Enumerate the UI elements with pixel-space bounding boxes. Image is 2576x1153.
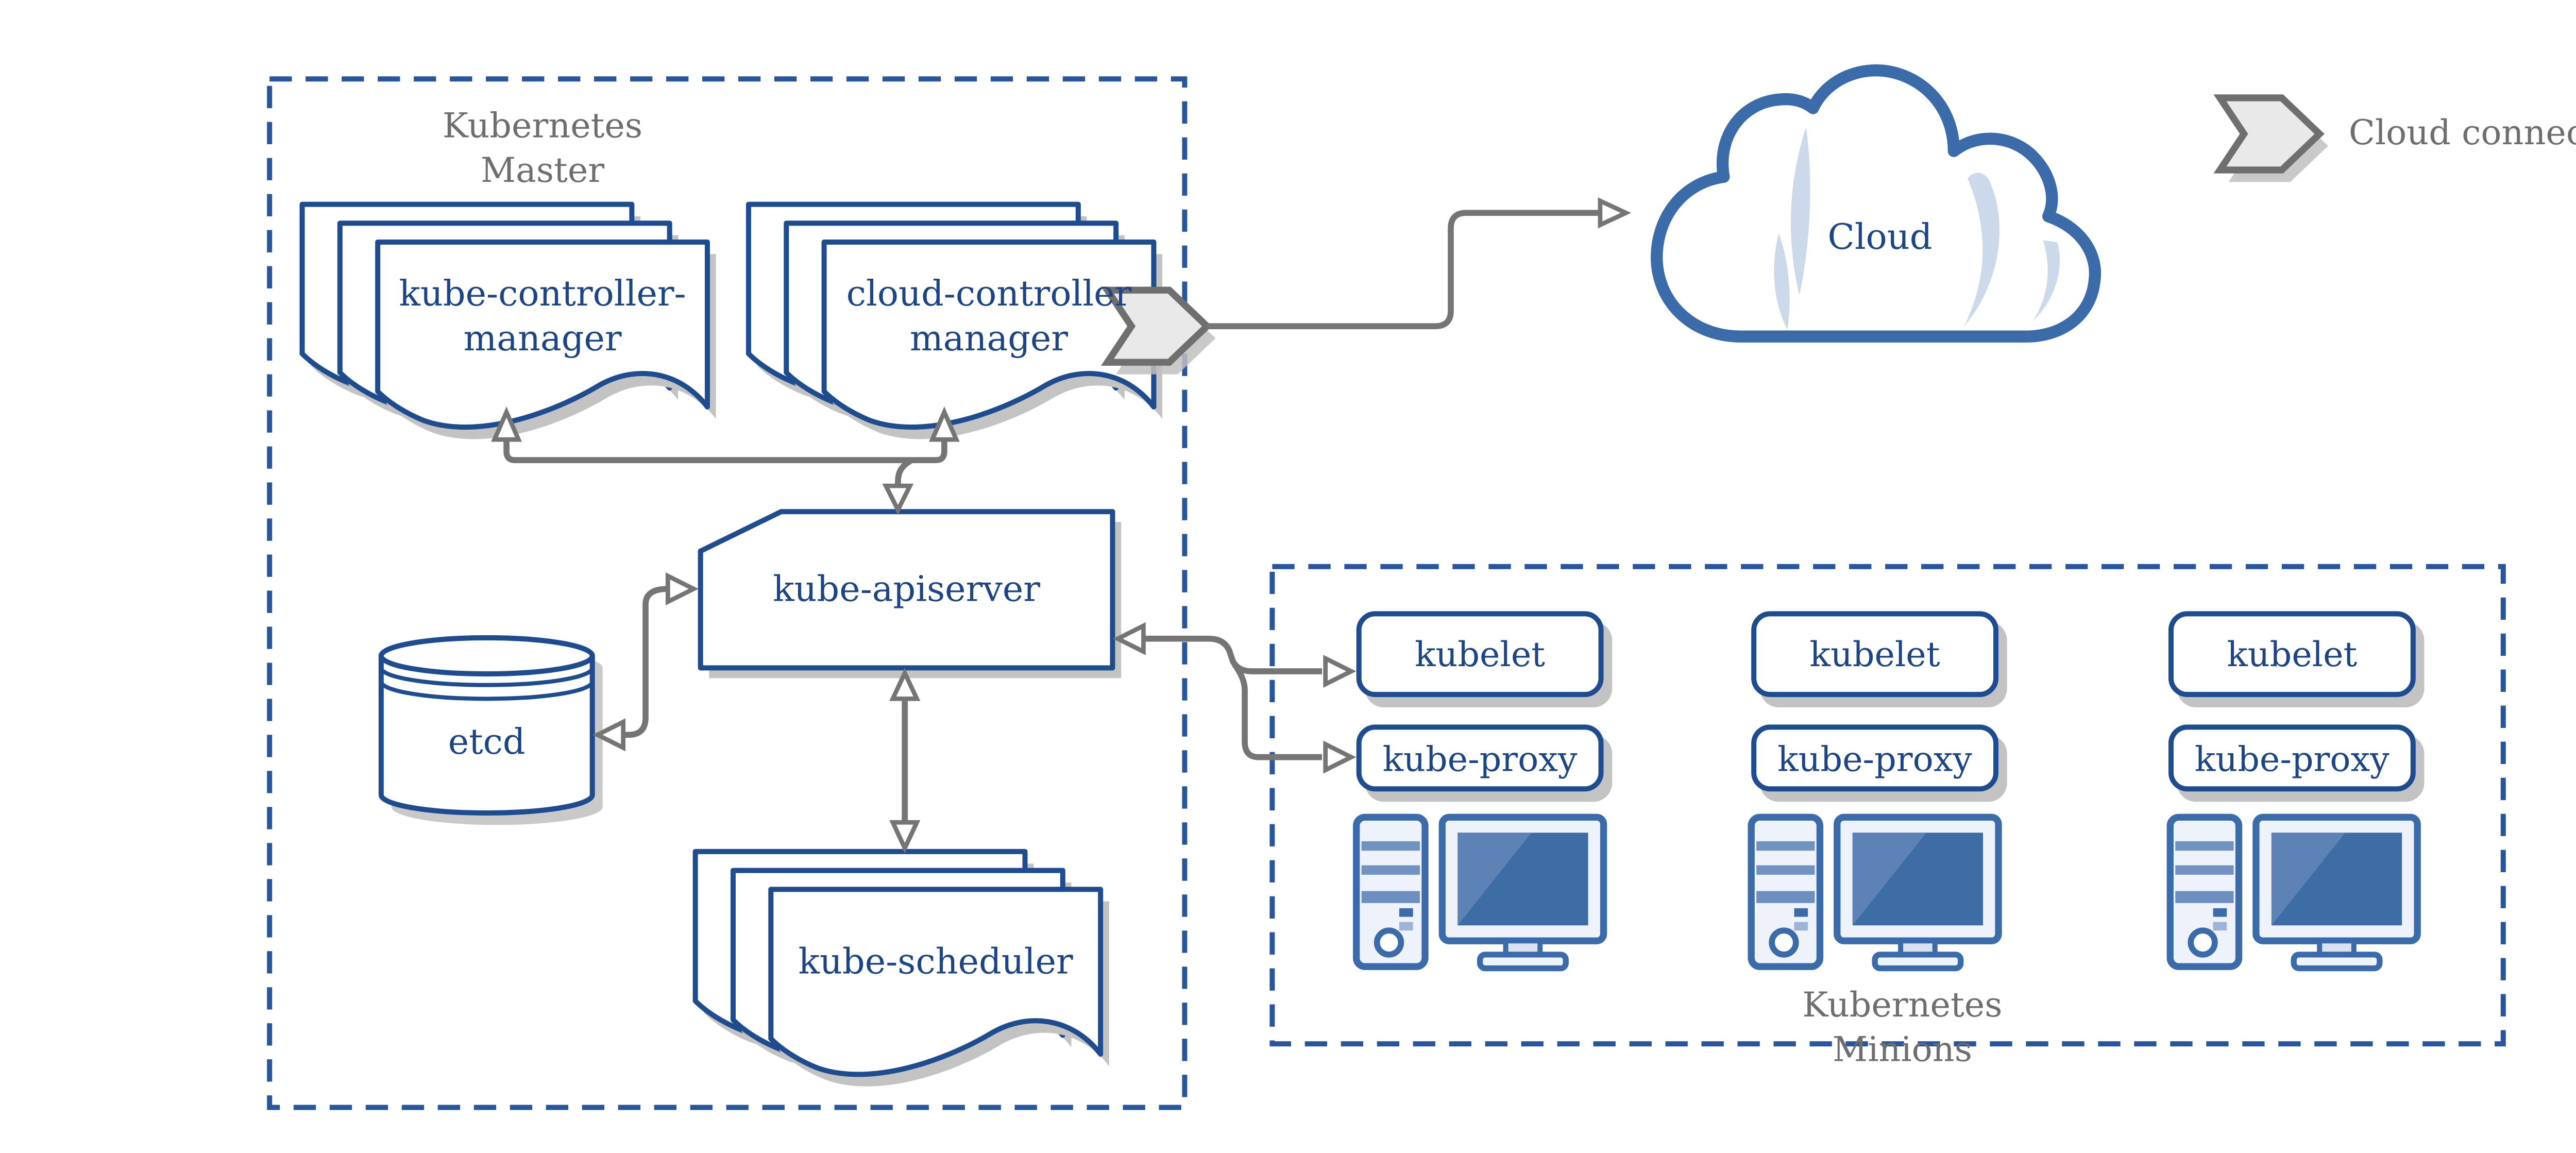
arrowhead-into-apiserver-right	[1112, 622, 1146, 655]
connector-cloud-line	[1207, 197, 1632, 330]
minions-region-label-line2: Minions	[1832, 1028, 1972, 1070]
kube-controller-manager-label: kube-controller- manager	[378, 273, 707, 361]
kube-proxy-box-node1: kube-proxy	[1356, 724, 1604, 792]
etcd-label: etcd	[448, 721, 526, 762]
kubelet-box-node2: kubelet	[1751, 611, 1999, 697]
kube-controller-manager-line2: manager	[463, 316, 622, 358]
minions-region-label: Kubernetes Minions	[1714, 982, 2091, 1071]
master-region-border	[267, 76, 1188, 1110]
desktop-computer-icon	[2166, 813, 2421, 972]
connector-apiserver-scheduler	[889, 668, 921, 854]
kubelet-label: kubelet	[2227, 633, 2358, 675]
arrowhead-into-kube-proxy	[1323, 740, 1357, 774]
kube-scheduler-label: kube-scheduler	[798, 941, 1073, 982]
arrowhead-into-apiserver-top	[882, 483, 914, 515]
cloud-connector-chevron-icon	[1101, 286, 1216, 375]
arrowhead-into-scheduler	[889, 820, 921, 854]
connector-apiserver-minions	[1112, 622, 1357, 774]
kube-proxy-box-node3: kube-proxy	[2168, 724, 2416, 792]
kube-apiserver-label: kube-apiserver	[773, 568, 1040, 610]
kubelet-box-node1: kubelet	[1356, 611, 1604, 697]
cloud-icon	[1651, 64, 2102, 343]
kube-apiserver-card	[698, 509, 1122, 679]
master-region-label: Kubernetes Master	[353, 103, 731, 192]
cloud-controller-manager-stack	[745, 201, 1163, 439]
arrowhead-into-kube-controller-manager	[491, 406, 522, 442]
document-page-front	[821, 239, 1163, 439]
kubelet-label: kubelet	[1809, 633, 1940, 675]
connector-etcd-apiserver	[592, 572, 699, 752]
kube-proxy-label: kube-proxy	[2194, 737, 2389, 779]
minions-region-label-line1: Kubernetes	[1802, 984, 2003, 1025]
arrowhead-into-cloud-controller-manager	[928, 406, 960, 442]
legend-chevron-icon	[2213, 94, 2328, 182]
kube-proxy-box-node2: kube-proxy	[1751, 724, 1999, 792]
master-region-label-line2: Master	[480, 149, 605, 191]
kube-proxy-label: kube-proxy	[1777, 737, 1973, 779]
master-region-label-line1: Kubernetes	[443, 105, 643, 146]
document-page-front	[375, 239, 716, 439]
kube-proxy-label: kube-proxy	[1382, 737, 1578, 779]
desktop-computer-icon	[1353, 813, 1607, 972]
etcd-cylinder	[378, 635, 603, 825]
cloud-controller-manager-line1: cloud-controller	[846, 273, 1132, 314]
kube-scheduler-stack	[692, 849, 1109, 1087]
arrowhead-into-cloud	[1598, 197, 1632, 229]
desktop-computer-icon	[1748, 813, 2002, 972]
arrowhead-into-kubelet	[1323, 655, 1357, 688]
arrowhead-into-apiserver-bottom	[889, 668, 921, 701]
document-page-front	[768, 887, 1109, 1087]
kube-controller-manager-stack	[299, 201, 716, 439]
arrowhead-into-apiserver-left	[666, 572, 699, 606]
kube-controller-manager-line1: kube-controller-	[399, 273, 686, 314]
minions-region-border	[1269, 564, 2506, 1047]
connector-controllers-apiserver	[491, 406, 960, 515]
arrowhead-into-etcd	[592, 718, 626, 752]
cloud-controller-manager-label: cloud-controller manager	[824, 273, 1154, 361]
kubelet-box-node3: kubelet	[2168, 611, 2416, 697]
legend-cloud-connector-label: Cloud connector	[2348, 111, 2576, 153]
cloud-controller-manager-line2: manager	[909, 316, 1069, 358]
kubelet-label: kubelet	[1415, 633, 1546, 675]
cloud-label: Cloud	[1827, 216, 1933, 258]
